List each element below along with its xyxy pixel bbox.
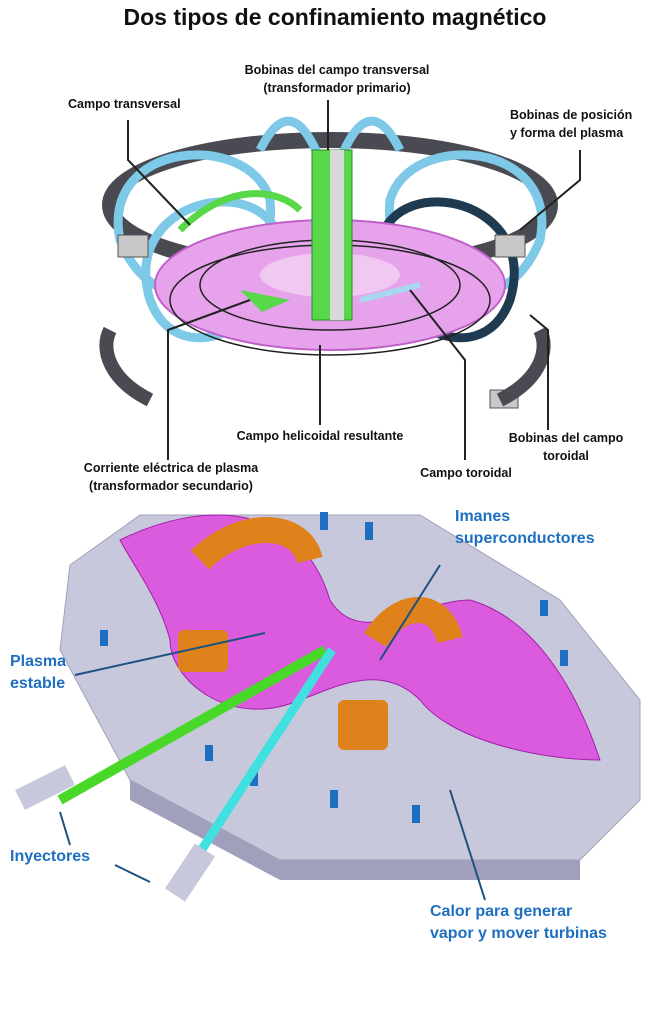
- label-line: Bobinas del campo: [508, 431, 624, 445]
- label-helical-field: Campo helicoidal resultante: [236, 429, 404, 443]
- tokamak-leader-lines: [127, 100, 581, 460]
- label-line: Corriente eléctrica de plasma: [83, 461, 259, 475]
- blue-coil-markers: [100, 512, 568, 823]
- injector-cyan: [165, 647, 336, 902]
- label-heat: Calor para generar vapor y mover turbina…: [430, 901, 607, 945]
- label-toroidal-field: Campo toroidal: [420, 466, 512, 480]
- transverse-field-arrow: [177, 190, 303, 233]
- label-line: superconductores: [455, 530, 595, 547]
- label-toroidal-coils: Bobinas del campo toroidal: [509, 429, 624, 465]
- diagram-title: Dos tipos de confinamiento magnético: [123, 4, 547, 30]
- label-line: Plasma: [10, 653, 67, 670]
- label-line: vapor y mover turbinas: [430, 925, 607, 942]
- label-transverse-field: Campo transversal: [68, 97, 181, 111]
- label-stable-plasma: Plasma estable: [10, 651, 66, 695]
- label-line: Bobinas de posición: [510, 108, 633, 122]
- label-transverse-coils: Bobinas del campo transversal (transform…: [245, 61, 430, 97]
- label-line: (transformador secundario): [89, 479, 253, 493]
- label-line: Calor para generar: [430, 903, 573, 920]
- label-line: Bobinas del campo transversal: [244, 63, 430, 77]
- plasma-current-arrow: [240, 290, 290, 312]
- stellarator-illustration: [15, 512, 641, 902]
- label-line: y forma del plasma: [510, 126, 624, 140]
- label-superconducting-magnets: Imanes superconductores: [455, 506, 595, 550]
- label-line: Imanes: [455, 508, 511, 525]
- tokamak-illustration: [99, 116, 558, 409]
- label-line: estable: [10, 675, 66, 692]
- toroidal-field-arrow: [359, 282, 421, 303]
- stellarator-arrows: [59, 564, 486, 901]
- label-plasma-current: Corriente eléctrica de plasma (transform…: [84, 459, 258, 495]
- injector-green: [15, 645, 328, 810]
- label-line: toroidal: [543, 449, 589, 463]
- label-line: (transformador primario): [263, 81, 411, 95]
- label-position-coils: Bobinas de posición y forma del plasma: [510, 106, 632, 142]
- label-injectors: Inyectores: [10, 848, 91, 865]
